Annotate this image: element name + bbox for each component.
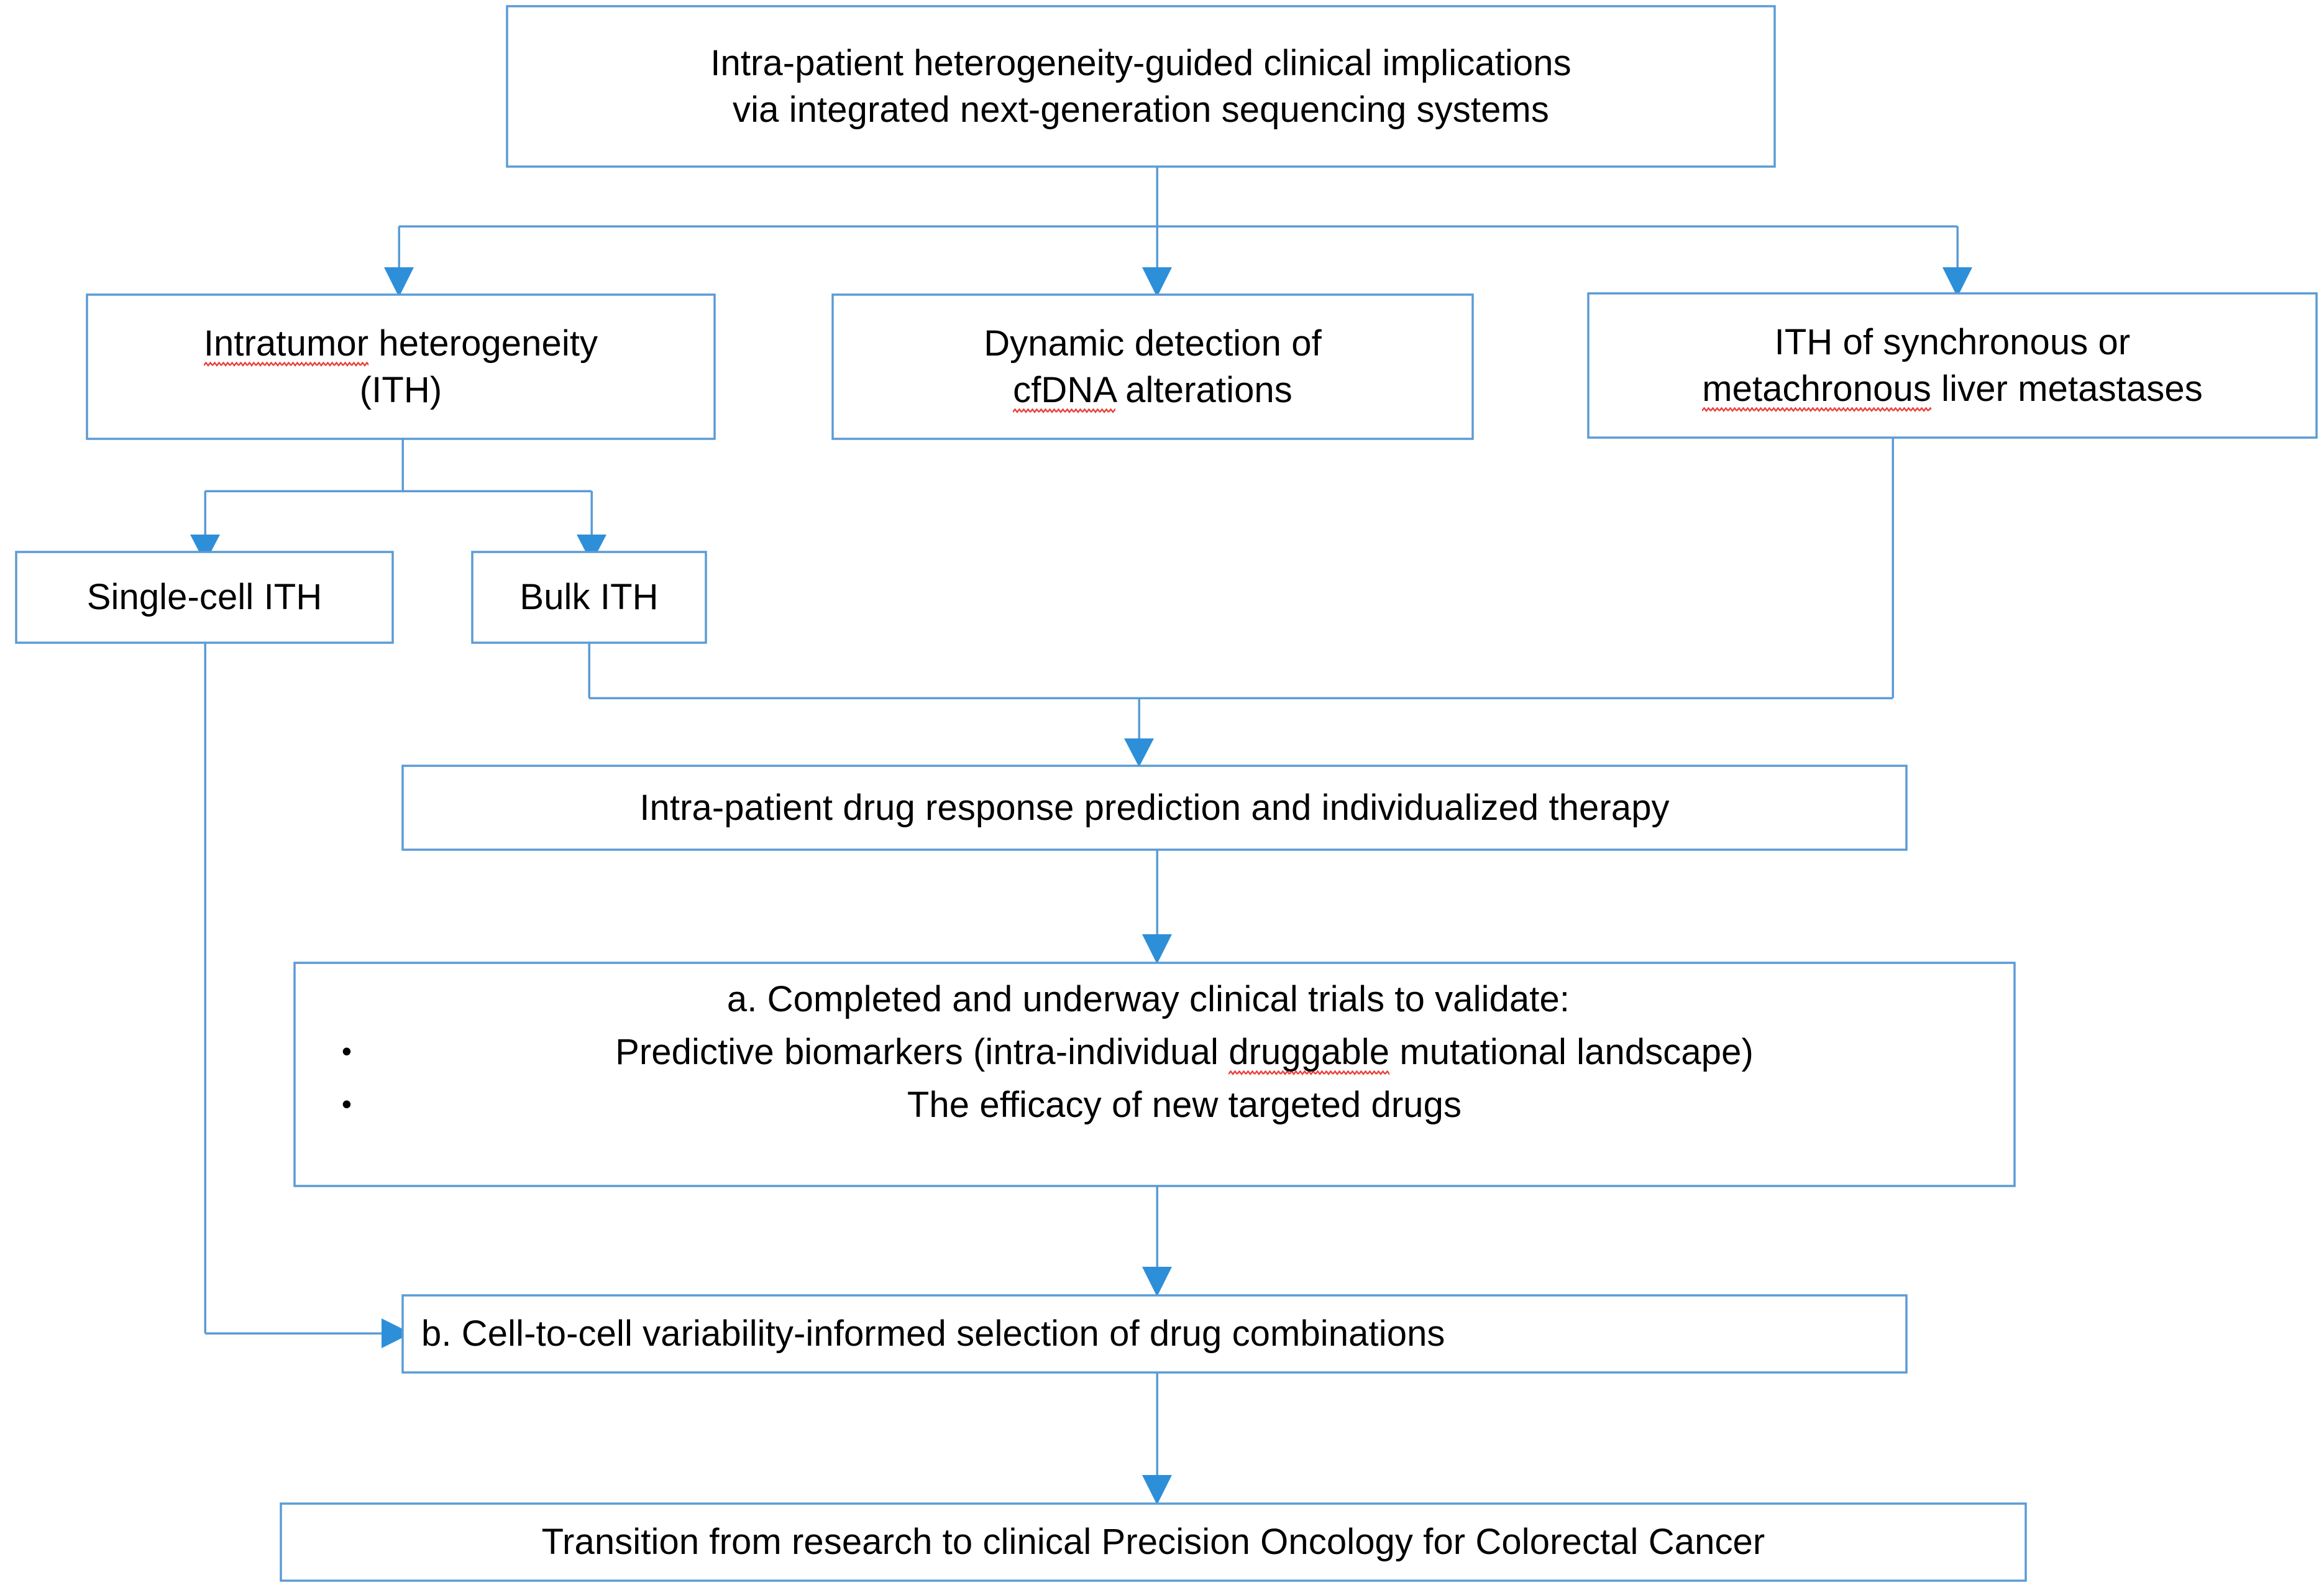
- node-ith-line1-rest: heterogeneity: [368, 323, 598, 364]
- node-root-line1: Intra-patient heterogeneity-guided clini…: [710, 42, 1571, 83]
- node-trials-bullet-2: • The efficacy of new targeted drugs: [317, 1083, 1992, 1128]
- node-single-cell-label: Single-cell ITH: [86, 577, 323, 618]
- box-root: [506, 5, 1776, 168]
- arrowheads: [190, 267, 1972, 1505]
- node-metastases-line2-rest: liver metastases: [1931, 369, 2203, 409]
- arrowhead-to-transition: [1142, 1475, 1172, 1505]
- box-metastases: [1587, 292, 2318, 439]
- edge-bulk-to-merge: [588, 643, 1893, 699]
- bullet-dot-icon: •: [341, 1087, 352, 1120]
- box-ith: [86, 293, 716, 440]
- node-ith-line2: (ITH): [359, 370, 442, 410]
- arrowhead-to-trials: [1142, 934, 1172, 964]
- node-trials-misspelled-word: druggable: [1228, 1031, 1390, 1075]
- box-cfdna: [831, 293, 1474, 440]
- node-trials-bullet-2-pre: The efficacy of new targeted drugs: [907, 1084, 1462, 1125]
- node-trials-bullet-1: • Predictive biomarkers (intra-individua…: [317, 1031, 1992, 1075]
- box-transition: [280, 1502, 2027, 1582]
- box-trials: [293, 962, 2016, 1187]
- node-bulk-label: Bulk ITH: [519, 577, 659, 618]
- node-cfdna-misspelled-word: cfDNA: [1013, 370, 1115, 413]
- node-root[interactable]: Intra-patient heterogeneity-guided clini…: [507, 6, 1775, 167]
- node-combinations-label: b. Cell-to-cell variability-informed sel…: [421, 1313, 1445, 1354]
- node-cfdna-line2-rest: alterations: [1115, 370, 1292, 410]
- node-metastases-misspelled-word: metachronous: [1702, 369, 1931, 412]
- node-trials-bullet-1-pre: Predictive biomarkers (intra-individual: [615, 1031, 1229, 1072]
- node-dynamic-detection-cfdna[interactable]: Dynamic detection of cfDNA alterations: [833, 295, 1473, 439]
- box-combinations: [401, 1294, 1908, 1374]
- box-outlines: [15, 5, 2318, 1582]
- arrowhead-to-drug-response: [1124, 738, 1154, 767]
- arrowhead-to-combinations-top: [1142, 1267, 1172, 1297]
- bullet-dot-icon: •: [341, 1034, 352, 1067]
- arrowhead-to-metastases: [1942, 267, 1972, 297]
- arrowhead-to-bulk: [577, 535, 606, 563]
- node-trials-bullet-1-post: mutational landscape): [1389, 1031, 1754, 1072]
- node-trials-heading: a. Completed and underway clinical trial…: [726, 979, 1570, 1019]
- arrowhead-to-single-cell: [190, 535, 220, 563]
- node-ith-synchronous-metachronous[interactable]: ITH of synchronous or metachronous liver…: [1588, 293, 2317, 438]
- box-bulk: [471, 551, 707, 644]
- box-drug-response: [401, 765, 1908, 851]
- arrowhead-to-combinations-left: [382, 1318, 411, 1348]
- edge-root-fanout: [398, 167, 1959, 269]
- edge-single-cell-to-combinations: [204, 643, 385, 1335]
- node-intratumor-heterogeneity[interactable]: Intratumor heterogeneity (ITH): [87, 295, 715, 439]
- box-single-cell: [15, 551, 394, 644]
- node-bulk-ith[interactable]: Bulk ITH: [472, 552, 706, 643]
- node-cfdna-line1: Dynamic detection of: [984, 323, 1322, 364]
- node-transition-precision-oncology[interactable]: Transition from research to clinical Pre…: [281, 1504, 2026, 1581]
- node-drug-response-label: Intra-patient drug response prediction a…: [639, 787, 1670, 828]
- node-metastases-line1: ITH of synchronous or: [1774, 321, 2131, 362]
- node-drug-response-prediction[interactable]: Intra-patient drug response prediction a…: [403, 766, 1906, 850]
- node-clinical-trials-validate[interactable]: a. Completed and underway clinical trial…: [295, 963, 2015, 1186]
- node-drug-combinations-selection[interactable]: b. Cell-to-cell variability-informed sel…: [403, 1295, 1906, 1372]
- arrowhead-to-ith: [384, 267, 414, 297]
- node-root-line2: via integrated next-generation sequencin…: [733, 90, 1549, 130]
- node-single-cell-ith[interactable]: Single-cell ITH: [16, 552, 393, 643]
- node-transition-label: Transition from research to clinical Pre…: [541, 1522, 1765, 1563]
- arrowhead-to-cfdna: [1142, 267, 1172, 297]
- node-ith-misspelled-word: Intratumor: [203, 323, 369, 367]
- edge-ith-fanout: [204, 439, 593, 536]
